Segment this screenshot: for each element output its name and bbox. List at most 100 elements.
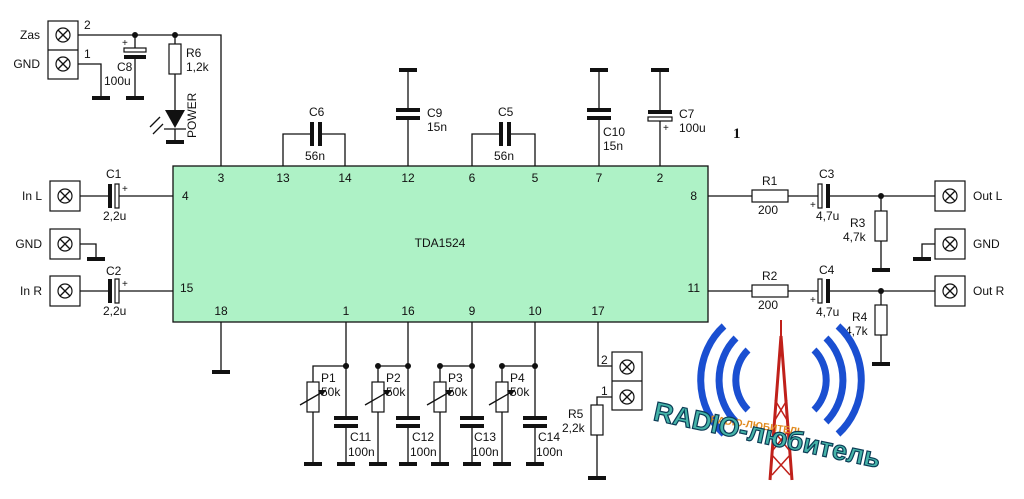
out-l-label: Out L [973, 189, 1003, 203]
potentiometer-p4 [488, 322, 536, 466]
in-gnd-label: GND [15, 237, 42, 251]
capacitor-c7: + [647, 68, 673, 166]
capacitor-c11 [334, 366, 358, 466]
pin-1-label: 1 [343, 304, 350, 318]
c10-name: C10 [603, 125, 625, 139]
c2-value: 2,2u [103, 304, 126, 318]
pin-9-label: 9 [469, 304, 476, 318]
capacitor-c13 [460, 366, 484, 466]
pin-2-label: 2 [657, 171, 664, 185]
pin17-term-1: 1 [601, 384, 608, 398]
svg-text:+: + [122, 184, 128, 195]
c5-name: C5 [498, 105, 514, 119]
pin-13-label: 13 [276, 171, 290, 185]
c4-value: 4,7u [816, 305, 839, 319]
radio-lyubitel-logo: RADIO-ЛЮБИТЕЛЬ RADIO-любитель [651, 320, 884, 481]
resistor-r6 [168, 43, 182, 75]
capacitor-c4: + [810, 278, 830, 306]
input-terminal-l [49, 180, 81, 212]
p2-value: 50k [386, 385, 406, 399]
c13-name: C13 [474, 430, 496, 444]
p2-name: P2 [386, 371, 401, 385]
pin-11-label: 11 [688, 281, 701, 295]
r5-name: R5 [568, 407, 584, 421]
capacitor-c14 [523, 366, 547, 466]
c2-name: C2 [106, 264, 122, 278]
c10-value: 15n [603, 139, 623, 153]
svg-text:+: + [122, 38, 128, 49]
r6-name: R6 [186, 46, 202, 60]
c11-value: 100n [348, 445, 375, 459]
chip-label: TDA1524 [415, 236, 466, 250]
capacitor-c10 [587, 68, 611, 166]
p1-name: P1 [321, 371, 336, 385]
capacitor-c12 [396, 366, 420, 466]
capacitor-c6 [282, 122, 346, 166]
p4-value: 50k [510, 385, 530, 399]
pin-6-label: 6 [469, 171, 476, 185]
r3-name: R3 [850, 216, 866, 230]
r2-value: 200 [758, 298, 778, 312]
pin-12-label: 12 [401, 171, 415, 185]
capacitor-c3: + [810, 183, 830, 211]
pin-16-label: 16 [401, 304, 415, 318]
pin-15-label: 15 [180, 281, 194, 295]
c3-name: C3 [819, 167, 835, 181]
c14-name: C14 [538, 430, 560, 444]
capacitor-c5 [471, 122, 536, 166]
c12-name: C12 [412, 430, 434, 444]
pin17-term-2: 2 [601, 353, 608, 367]
capacitor-c2: + [80, 278, 173, 304]
pin17-terminal [611, 351, 643, 411]
pin-10-label: 10 [528, 304, 542, 318]
pin-3-label: 3 [218, 171, 225, 185]
in-l-label: In L [22, 189, 42, 203]
output-terminal-r [934, 275, 966, 307]
c9-name: C9 [427, 106, 443, 120]
resistor-r2 [751, 284, 789, 298]
zas-label: Zas [20, 28, 40, 42]
capacitor-c8: + [122, 35, 147, 100]
c8-value: 100u [104, 74, 131, 88]
input-terminal-gnd [49, 228, 81, 260]
r5-value: 2,2k [562, 421, 586, 435]
svg-text:+: + [122, 279, 128, 290]
p3-value: 50k [448, 385, 468, 399]
output-terminal-gnd [934, 228, 966, 260]
c7-value: 100u [679, 121, 706, 135]
power-terminal [47, 20, 79, 80]
pin-17-label: 17 [591, 304, 605, 318]
r4-name: R4 [852, 310, 868, 324]
led-power [149, 110, 186, 144]
input-terminal-r [49, 275, 81, 307]
r4-value: 4,7k [845, 324, 869, 338]
p3-name: P3 [448, 371, 463, 385]
c8-name: C8 [117, 60, 133, 74]
r1-name: R1 [762, 174, 778, 188]
c1-value: 2,2u [103, 209, 126, 223]
ground-symbol [92, 96, 110, 100]
out-r-label: Out R [973, 284, 1005, 298]
c1-name: C1 [106, 167, 122, 181]
power-pin1-label: 1 [84, 47, 91, 61]
c12-value: 100n [410, 445, 437, 459]
power-gnd-label: GND [13, 57, 40, 71]
resistor-r5 [590, 404, 604, 436]
r6-value: 1,2k [186, 60, 210, 74]
p1-value: 50k [321, 385, 341, 399]
power-pin2-label: 2 [84, 18, 91, 32]
potentiometer-p2 [364, 322, 409, 466]
pin-5-label: 5 [532, 171, 539, 185]
svg-text:+: + [810, 295, 816, 306]
c13-value: 100n [472, 445, 499, 459]
output-terminal-l [934, 180, 966, 212]
c4-name: C4 [819, 263, 835, 277]
c5-value: 56n [494, 149, 514, 163]
pin-7-label: 7 [596, 171, 603, 185]
c6-name: C6 [309, 105, 325, 119]
svg-text:+: + [663, 123, 669, 134]
c11-name: C11 [350, 430, 371, 444]
c9-value: 15n [427, 120, 447, 134]
pin-8-label: 8 [690, 189, 697, 203]
capacitor-c1: + [80, 183, 173, 209]
